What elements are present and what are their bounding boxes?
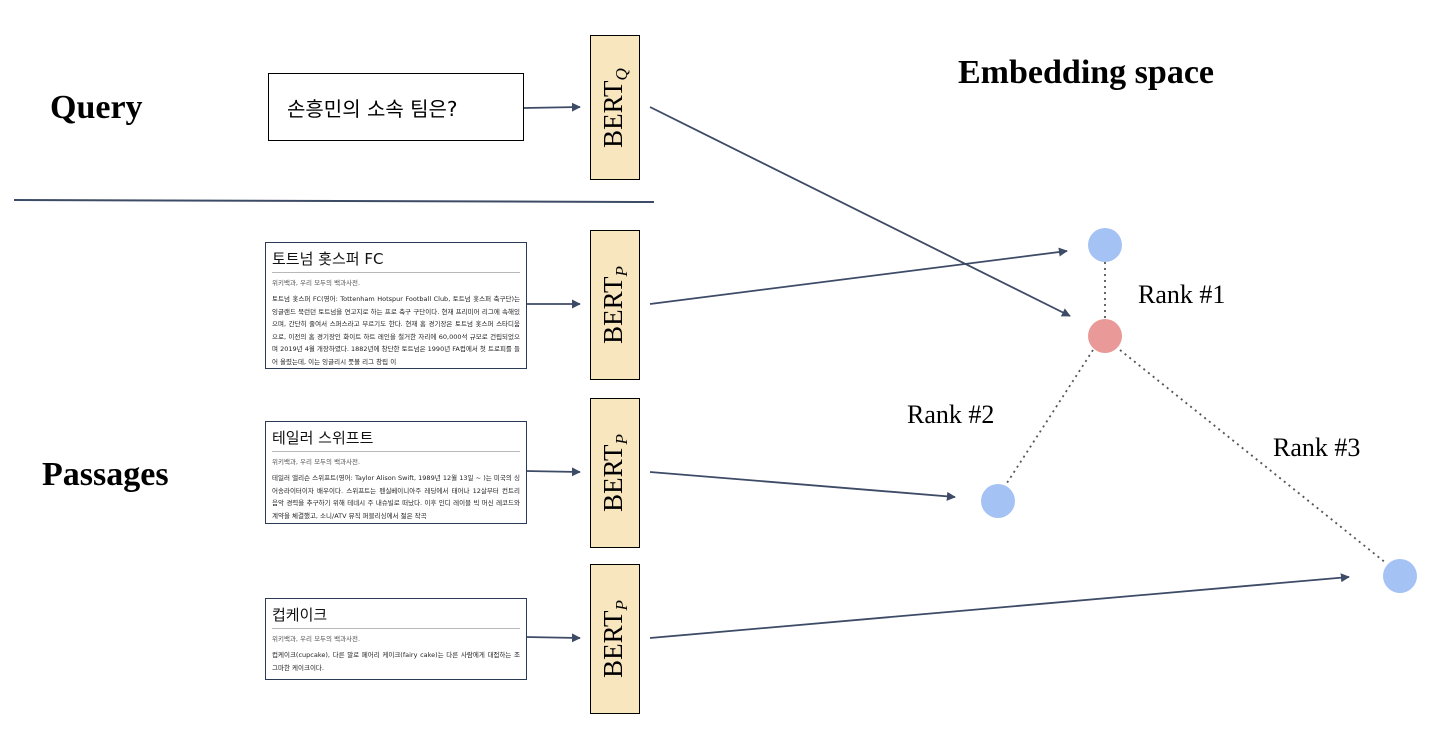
embedding-space-title: Embedding space: [958, 54, 1214, 91]
passage3-encoder: BERTP: [590, 564, 640, 714]
passage-subtitle: 위키백과, 우리 모두의 백과사전.: [272, 635, 361, 643]
passage3-to-encoder-arrow: [524, 633, 581, 643]
rank1-label: Rank #1: [1138, 280, 1226, 309]
passages-section-label: Passages: [42, 456, 169, 493]
passage-subtitle: 위키백과, 우리 모두의 백과사전.: [272, 458, 361, 466]
section-divider: [13, 199, 655, 203]
passage-subtitle: 위키백과, 우리 모두의 백과사전.: [272, 279, 361, 287]
rank2-label: Rank #2: [907, 400, 995, 429]
passage3-embedding-point: [1383, 559, 1417, 593]
passage2-encoder: BERTP: [590, 398, 640, 548]
passage1-encoder: BERTP: [590, 230, 640, 380]
query-encoder-subscript: Q: [612, 67, 632, 80]
passage1-embedding-arrow: [649, 247, 1068, 305]
passage3-embedding-arrow: [649, 573, 1350, 639]
rank3-label: Rank #3: [1273, 433, 1361, 462]
query-text: 손흥민의 소속 팀은?: [287, 96, 458, 121]
passage1-encoder-subscript: P: [612, 266, 631, 277]
query-input-box: 손흥민의 소속 팀은?: [268, 73, 524, 141]
passage-body: 토트넘 홋스퍼 FC(영어: Tottenham Hotspur Footbal…: [272, 295, 520, 366]
passage2-embedding-point: [981, 484, 1015, 518]
rank3-dotted-line: [1119, 349, 1387, 564]
passage3-encoder-subscript: P: [612, 600, 631, 611]
query-encoder: BERTQ: [590, 35, 640, 180]
passage2-to-encoder-arrow: [524, 467, 581, 477]
query-encoder-label: BERT: [598, 79, 629, 148]
passage-title: 컵케이크: [272, 604, 520, 629]
passage2-encoder-subscript: P: [612, 434, 631, 445]
passage2-encoder-label: BERT: [598, 444, 628, 512]
passage-card-2: 테일러 스위프트 위키백과, 우리 모두의 백과사전. 테일러 앨리슨 스위프트…: [265, 421, 527, 524]
passage-title: 토트넘 홋스퍼 FC: [272, 248, 520, 273]
passage1-encoder-label: BERT: [598, 276, 628, 344]
rank2-dotted-line: [1004, 349, 1094, 487]
passage-card-3: 컵케이크 위키백과, 우리 모두의 백과사전. 컵케이크(cupcake), 다…: [265, 598, 527, 680]
passage2-embedding-arrow: [649, 471, 956, 501]
passage-body: 테일러 앨리슨 스위프트(영어: Taylor Alison Swift, 19…: [272, 474, 520, 520]
query-section-label: Query: [50, 89, 143, 126]
passage-card-1: 토트넘 홋스퍼 FC 위키백과, 우리 모두의 백과사전. 토트넘 홋스퍼 FC…: [265, 242, 527, 369]
passage3-encoder-label: BERT: [598, 610, 628, 678]
query-to-encoder-arrow: [523, 102, 581, 112]
passage-body: 컵케이크(cupcake), 다른 말로 페어리 케이크(fairy cake)…: [272, 651, 520, 672]
passage1-embedding-point: [1088, 228, 1122, 262]
query-embedding-arrow: [649, 106, 1071, 317]
passage-title: 테일러 스위프트: [272, 427, 520, 452]
query-embedding-point: [1088, 319, 1122, 353]
